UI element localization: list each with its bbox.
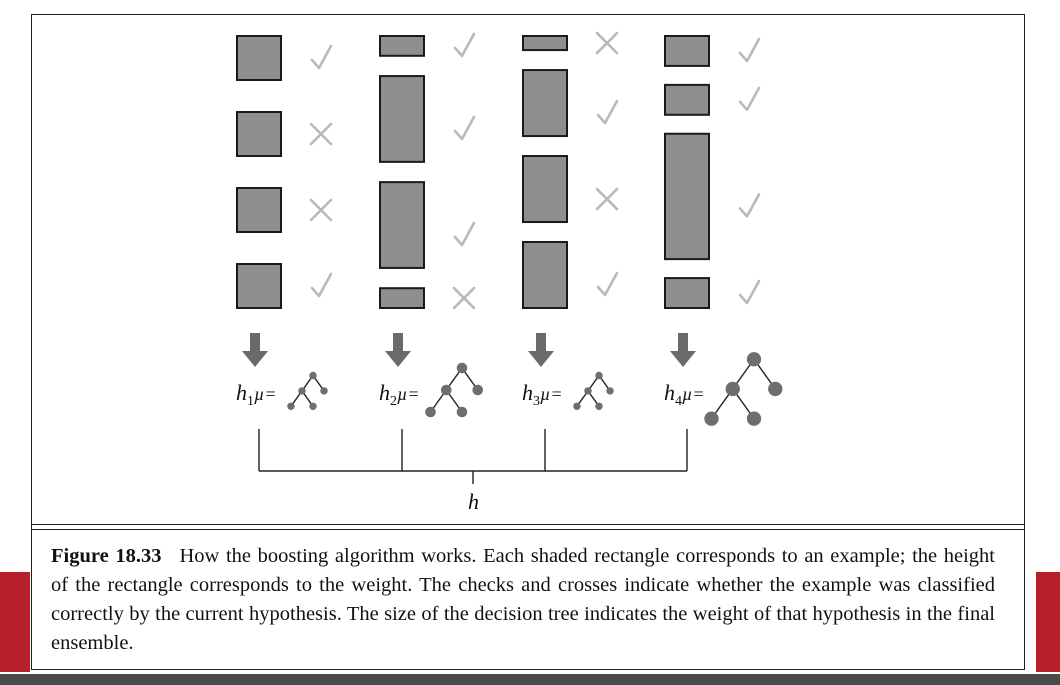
example-rect xyxy=(236,35,282,81)
example-rect xyxy=(664,277,710,309)
example-rect xyxy=(379,181,425,269)
tree-node xyxy=(704,411,719,426)
tree-node xyxy=(298,387,306,395)
tree-node xyxy=(768,381,783,397)
boosting-diagram: h1µ= h2µ= h3µ= h4µ= h xyxy=(236,31,783,514)
example-rect xyxy=(522,155,568,224)
tree-node xyxy=(746,352,762,367)
check-icon xyxy=(310,44,333,70)
right-accent-bar xyxy=(1036,572,1060,672)
hypothesis-label: h1µ= xyxy=(236,380,277,409)
example-rect xyxy=(379,287,425,310)
caption-divider-top xyxy=(32,524,1024,525)
tree-node xyxy=(309,371,317,380)
example-rect xyxy=(522,241,568,309)
tree-node xyxy=(425,406,436,418)
tree-node xyxy=(472,384,484,396)
check-icon xyxy=(596,271,619,297)
example-rect xyxy=(379,35,425,57)
check-icon xyxy=(596,99,619,125)
cross-icon xyxy=(452,286,476,310)
cross-icon xyxy=(309,122,333,146)
cross-icon xyxy=(595,187,619,211)
tree-node xyxy=(287,402,295,411)
figure-number: Figure 18.33 xyxy=(51,545,162,567)
example-rect xyxy=(522,69,568,138)
example-rect xyxy=(522,35,568,52)
hypothesis-label: h2µ= xyxy=(379,380,420,409)
down-arrow-icon xyxy=(670,333,696,367)
example-rect xyxy=(236,263,282,309)
cross-icon xyxy=(309,198,333,222)
tree-node xyxy=(595,402,603,411)
caption-text: How the boosting algorithm works. Each s… xyxy=(51,545,995,654)
ensemble-label: h xyxy=(468,489,479,514)
check-icon xyxy=(453,221,476,247)
bottom-strip xyxy=(0,674,1060,685)
check-icon xyxy=(453,115,476,141)
left-accent-bar xyxy=(0,572,30,672)
check-icon xyxy=(738,193,761,218)
tree-node xyxy=(573,402,581,411)
check-icon xyxy=(738,86,761,112)
tree-node xyxy=(595,371,603,380)
example-rect xyxy=(379,75,425,163)
example-rect xyxy=(664,132,710,261)
check-icon xyxy=(453,32,476,58)
hypothesis-label: h4µ= xyxy=(664,380,705,409)
figure-frame: h1µ= h2µ= h3µ= h4µ= h xyxy=(31,14,1025,670)
tree-node xyxy=(456,362,468,374)
tree-node xyxy=(320,387,328,395)
tree-node xyxy=(725,381,740,397)
check-icon xyxy=(310,272,333,298)
caption-divider-bottom xyxy=(32,529,1024,530)
example-rect xyxy=(664,83,710,116)
example-rect xyxy=(236,111,282,157)
down-arrow-icon xyxy=(242,333,268,367)
tree-node xyxy=(746,411,762,426)
tree-node xyxy=(606,387,614,395)
tree-node xyxy=(440,384,452,396)
tree-node xyxy=(456,406,468,418)
check-icon xyxy=(738,279,761,305)
cross-icon xyxy=(595,31,619,55)
check-icon xyxy=(738,37,761,63)
down-arrow-icon xyxy=(385,333,411,367)
hypothesis-label: h3µ= xyxy=(522,380,563,409)
tree-node xyxy=(584,387,592,395)
down-arrow-icon xyxy=(528,333,554,367)
example-rect xyxy=(236,187,282,233)
example-rect xyxy=(664,35,710,67)
tree-node xyxy=(309,402,317,411)
